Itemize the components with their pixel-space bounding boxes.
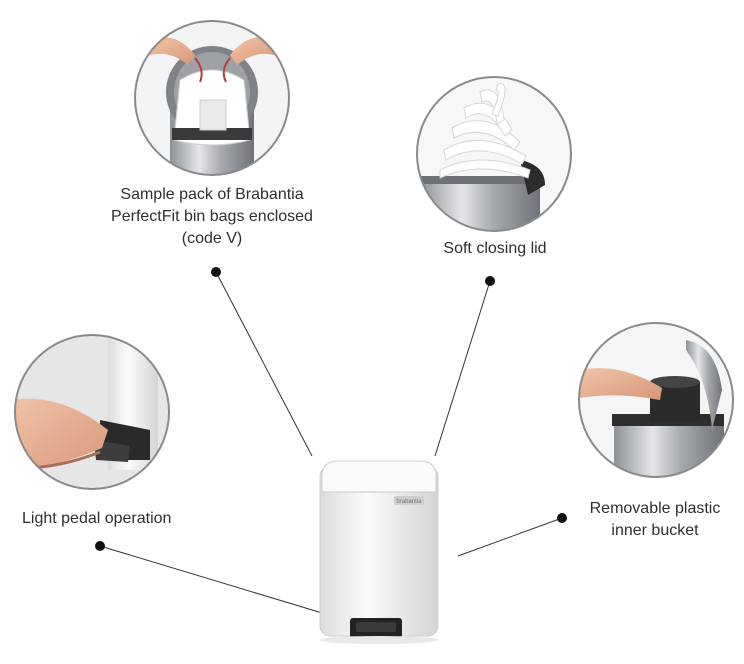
leader-dot-inner-bucket [557,513,567,523]
leader-line-pedal [99,545,353,623]
brand-badge-text: brabantia [396,499,422,505]
inner-bucket-caption-line1: Removable plastic [589,500,721,517]
soft-lid-caption: Soft closing lid [420,238,570,260]
leader-dot-pedal [95,541,105,551]
bin-bags-caption: Sample pack of Brabantia PerfectFit bin … [108,184,316,250]
soft-lid-caption-line1: Soft closing lid [443,240,547,257]
bin-bags-caption-line2: PerfectFit bin bags enclosed [111,208,313,225]
soft-lid-photo [416,76,572,232]
leader-line-bin-bags [215,271,313,457]
inner-bucket-caption-line2: inner bucket [611,522,699,539]
leader-dot-bin-bags [211,267,221,277]
pedal-caption-line1: Light pedal operation [22,510,172,527]
leader-line-soft-lid [434,280,491,457]
inner-bucket-caption: Removable plastic inner bucket [580,498,730,542]
leader-dot-soft-lid [485,276,495,286]
leader-dots [95,267,567,551]
leader-line-inner-bucket [457,517,563,557]
pedal-photo [14,334,170,490]
brand-badge [394,496,424,505]
pedal-bin-product: brabantia [319,460,439,644]
pedal-caption: Light pedal operation [22,508,222,530]
leader-lines [99,271,563,623]
bin-bags-caption-line3: (code V) [181,230,243,247]
bin-bags-photo [134,20,290,176]
bin-bags-caption-line1: Sample pack of Brabantia [120,186,304,203]
inner-bucket-photo [578,322,734,478]
